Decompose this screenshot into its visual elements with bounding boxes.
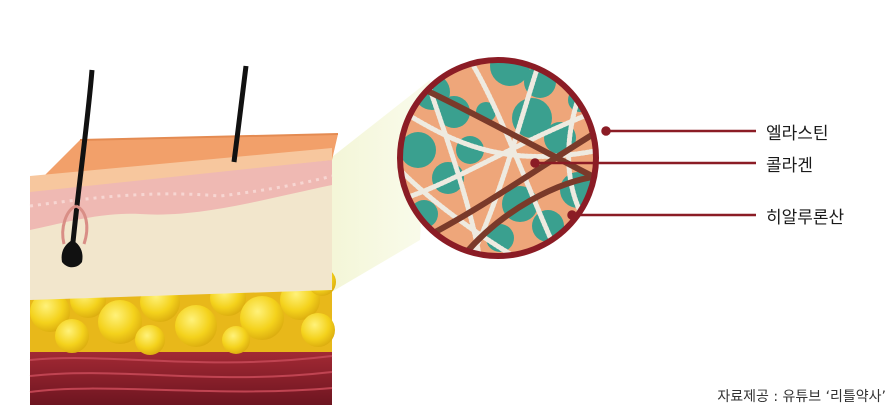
- hyaluronic-acid-label: 히알루론산: [766, 203, 844, 228]
- muscle-layer: [30, 350, 332, 405]
- collagen-label: 콜라겐: [766, 151, 813, 176]
- source-credit: 자료제공 : 유튜브 ‘리틀약사’: [717, 386, 886, 406]
- elastin-label: 엘라스틴: [766, 119, 829, 144]
